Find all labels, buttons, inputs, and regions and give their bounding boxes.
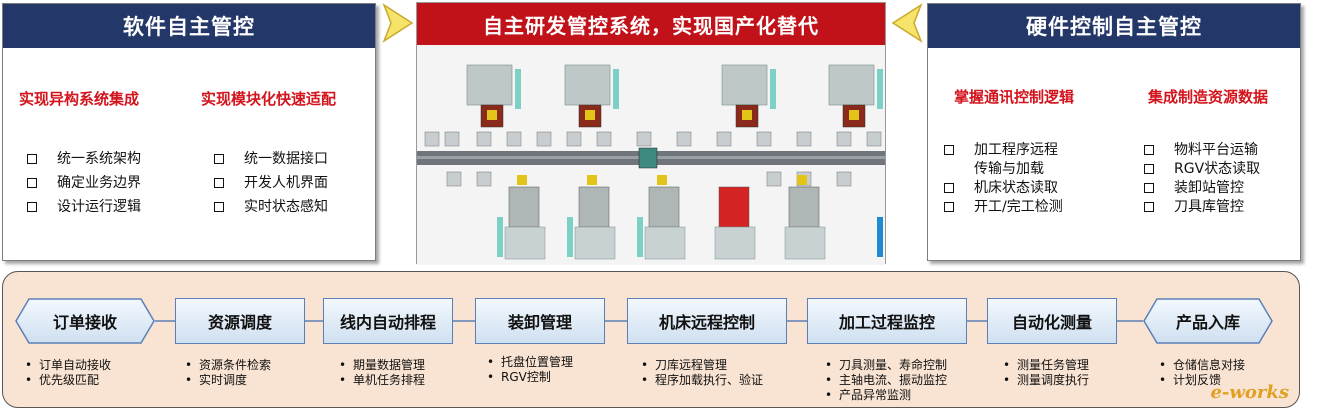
list-item: 确定业务边界 (27, 171, 141, 195)
checkbox-icon (27, 178, 37, 188)
step-auto-scheduling: 线内自动排程 (323, 298, 453, 344)
notes-auto-measurement: 测量任务管理 测量调度执行 (1001, 358, 1089, 388)
list-item: 统一数据接口 (214, 147, 328, 171)
eworks-logo: e-works (1210, 382, 1289, 403)
list-item: 统一系统架构 (27, 147, 141, 171)
checkbox-icon (1144, 145, 1154, 155)
hardware-control-title: 硬件控制自主管控 (928, 4, 1300, 48)
list-item: 刀具库管控 (1144, 198, 1260, 217)
arrow-right-icon (381, 2, 415, 44)
step-process-monitoring: 加工过程监控 (807, 298, 967, 344)
list-item: 开发人机界面 (214, 171, 328, 195)
hardware-control-panel: 硬件控制自主管控 掌握通讯控制逻辑 集成制造资源数据 加工程序远程 传输与加载 … (927, 3, 1301, 261)
checkbox-icon (27, 154, 37, 164)
notes-order-receive: 订单自动接收 优先级匹配 (23, 358, 111, 388)
checkbox-icon (1144, 183, 1154, 193)
step-resource-dispatch: 资源调度 (175, 298, 305, 344)
checkbox-icon (1144, 164, 1154, 174)
step-machine-remote-control: 机床远程控制 (627, 298, 787, 344)
software-control-panel: 软件自主管控 实现异构系统集成 实现模块化快速适配 统一系统架构 确定业务边界 … (2, 3, 376, 261)
list-item: 机床状态读取 (944, 179, 1063, 198)
notes-product-warehousing: 仓储信息对接 计划反馈 (1157, 358, 1245, 388)
list-item: 开工/完工检测 (944, 198, 1063, 217)
list-item: 设计运行逻辑 (27, 195, 141, 219)
process-flow: 订单接收 资源调度 线内自动排程 装卸管理 机床远程控制 加工过程监控 自动化测… (2, 271, 1300, 408)
list-item: 实时状态感知 (214, 195, 328, 219)
checkbox-icon (1144, 202, 1154, 212)
list-item: RGV状态读取 (1144, 160, 1260, 179)
checkbox-icon (214, 202, 224, 212)
list-item-continuation: 传输与加载 (974, 161, 1044, 177)
step-auto-measurement: 自动化测量 (987, 298, 1117, 344)
hardware-list-2: 物料平台运输 RGV状态读取 装卸站管控 刀具库管控 (1144, 141, 1260, 217)
arrow-left-icon (890, 2, 924, 44)
notes-auto-scheduling: 期量数据管理 单机任务排程 (337, 358, 425, 388)
list-item: 物料平台运输 (1144, 141, 1260, 160)
production-line-screenshot (417, 47, 885, 265)
checkbox-icon (944, 183, 954, 193)
hexagon-shape (15, 298, 155, 344)
step-order-receive: 订单接收 (15, 298, 155, 344)
software-list-2: 统一数据接口 开发人机界面 实时状态感知 (214, 147, 328, 219)
notes-resource-dispatch: 资源条件检索 实时调度 (183, 358, 271, 388)
notes-process-monitoring: 刀具测量、寿命控制 主轴电流、振动监控 产品异常监测 (823, 358, 947, 403)
resource-data-title: 集成制造资源数据 (1148, 88, 1269, 106)
software-control-title: 软件自主管控 (3, 4, 375, 48)
checkbox-icon (214, 154, 224, 164)
checkbox-icon (27, 202, 37, 212)
control-system-title: 自主研发管控系统，实现国产化替代 (417, 3, 885, 45)
checkbox-icon (214, 178, 224, 188)
step-product-warehousing: 产品入库 (1143, 298, 1273, 344)
software-list-1: 统一系统架构 确定业务边界 设计运行逻辑 (27, 147, 141, 219)
step-loading-management: 装卸管理 (475, 298, 605, 344)
list-item: 装卸站管控 (1144, 179, 1260, 198)
notes-machine-remote-control: 刀库远程管理 程序加载执行、验证 (639, 358, 763, 388)
hexagon-shape (1143, 298, 1273, 344)
communication-logic-title: 掌握通讯控制逻辑 (954, 88, 1075, 106)
modular-adaptation-title: 实现模块化快速适配 (201, 90, 337, 108)
checkbox-icon (944, 202, 954, 212)
notes-loading-management: 托盘位置管理 RGV控制 (485, 355, 573, 385)
checkbox-icon (944, 145, 954, 155)
list-item: 加工程序远程 (944, 141, 1063, 160)
control-system-panel: 自主研发管控系统，实现国产化替代 (416, 2, 886, 265)
heterogeneous-integration-title: 实现异构系统集成 (19, 90, 140, 108)
hardware-list-1: 加工程序远程 传输与加载 机床状态读取 开工/完工检测 (944, 141, 1063, 217)
